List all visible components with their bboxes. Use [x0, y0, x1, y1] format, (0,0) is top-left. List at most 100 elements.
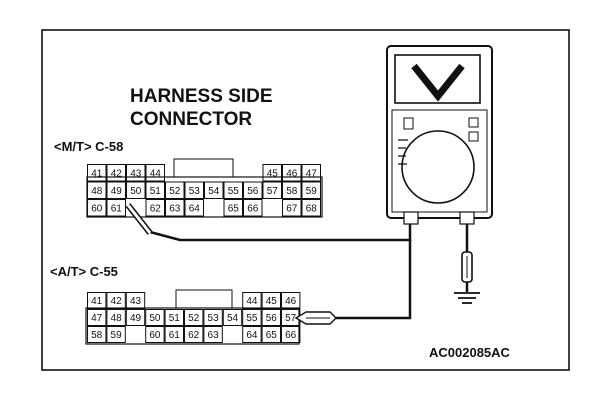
pin-cell: [282, 164, 302, 182]
pin-number: 68: [306, 203, 318, 214]
pin-number: 54: [227, 313, 239, 324]
pin-number: 55: [228, 186, 240, 197]
pin-number: 65: [266, 330, 278, 341]
connector-at-upper-lock: [175, 289, 233, 309]
pin-number: 58: [286, 186, 298, 197]
pin-number: 51: [169, 313, 181, 324]
pin-cell: [261, 326, 282, 343]
pin-number: 62: [150, 203, 162, 214]
pin-cell: [242, 326, 262, 343]
pin-number: 43: [130, 296, 142, 307]
pin-number: 45: [266, 296, 278, 307]
pin-cell: [242, 309, 262, 326]
mt-connector-label: <M/T> C-58: [54, 139, 123, 154]
pin-number: 59: [111, 330, 123, 341]
pin-cell: [262, 181, 282, 199]
pin-cell: [145, 181, 165, 199]
pin-cell: [106, 326, 126, 343]
pin-number: 58: [91, 330, 103, 341]
pin-cell: [223, 181, 243, 199]
pin-cell: [125, 309, 146, 326]
pin-cell: [106, 164, 126, 182]
pin-cell: [261, 309, 282, 326]
pin-number: 48: [91, 186, 103, 197]
pin-cell: [87, 326, 107, 343]
pin-cell: [125, 292, 146, 309]
probe-mt-pin50: [125, 203, 153, 235]
pin-cell: [243, 199, 263, 217]
pin-cell: [87, 164, 107, 182]
pin-number: 50: [130, 186, 142, 197]
probe-wire-mt: [149, 224, 412, 242]
pin-cell: [243, 181, 263, 199]
at-connector-label: <A/T> C-55: [50, 264, 118, 279]
pin-number: 53: [189, 186, 201, 197]
pin-cell: [126, 164, 146, 182]
pin-cell: [145, 199, 165, 217]
pin-number: 44: [246, 296, 258, 307]
pin-cell: [106, 309, 126, 326]
pin-number: 44: [150, 168, 162, 179]
pin-number: 49: [111, 186, 123, 197]
pin-cell: [301, 181, 321, 199]
multimeter-terminal-left: [403, 211, 419, 225]
pin-number: 63: [208, 330, 220, 341]
pin-number: 47: [306, 168, 318, 179]
pin-number: 57: [267, 186, 279, 197]
pin-number: 61: [169, 330, 181, 341]
pin-number: 48: [111, 313, 123, 324]
pin-cell: [281, 326, 301, 343]
pin-cell: [222, 309, 243, 326]
pin-number: 53: [208, 313, 220, 324]
pin-number: 41: [91, 168, 103, 179]
probe-at-pin57: [294, 311, 337, 325]
pin-number: 57: [285, 313, 297, 324]
pin-number: 62: [188, 330, 200, 341]
pin-cell: [145, 309, 165, 326]
pin-number: 42: [111, 296, 123, 307]
probe-wires: [149, 224, 469, 320]
pin-cell: [165, 199, 185, 217]
connector-mt-upper-lock: [173, 158, 234, 178]
pin-number: 60: [91, 203, 103, 214]
pin-cell: [282, 181, 302, 199]
diagram-frame: [41, 29, 570, 371]
pin-number: 59: [306, 186, 318, 197]
pin-number: 46: [285, 296, 297, 307]
pin-number: 56: [266, 313, 278, 324]
multimeter-terminal-right: [459, 211, 475, 225]
pin-cell: [184, 199, 204, 217]
pin-cell: [87, 309, 107, 326]
pin-cell: [145, 164, 165, 182]
pin-cell: [262, 164, 282, 182]
pin-number: 56: [247, 186, 259, 197]
multimeter-range-button-a: [403, 117, 414, 130]
pin-cell: [87, 292, 107, 309]
pin-cell: [106, 181, 126, 199]
pin-cell: [106, 292, 126, 309]
pin-number: 43: [130, 168, 142, 179]
pin-number: 65: [228, 203, 240, 214]
pin-number: 46: [286, 168, 298, 179]
pin-cell: [164, 309, 185, 326]
pin-cell: [301, 199, 321, 217]
pin-cell: [184, 181, 204, 199]
multimeter-dial: [401, 130, 475, 204]
ground-probe: [461, 251, 473, 283]
multimeter-needle-chevron: [411, 63, 465, 102]
pin-number: 61: [111, 203, 123, 214]
pin-number: 64: [189, 203, 201, 214]
pin-number: 42: [111, 168, 123, 179]
pin-number: 67: [286, 203, 298, 214]
probe-wire-at: [336, 240, 412, 320]
multimeter-range-button-c: [468, 131, 479, 142]
pin-number: 60: [149, 330, 161, 341]
pin-cell: [164, 326, 185, 343]
pin-cell: [223, 199, 243, 217]
title-line-2: CONNECTOR: [130, 109, 252, 130]
